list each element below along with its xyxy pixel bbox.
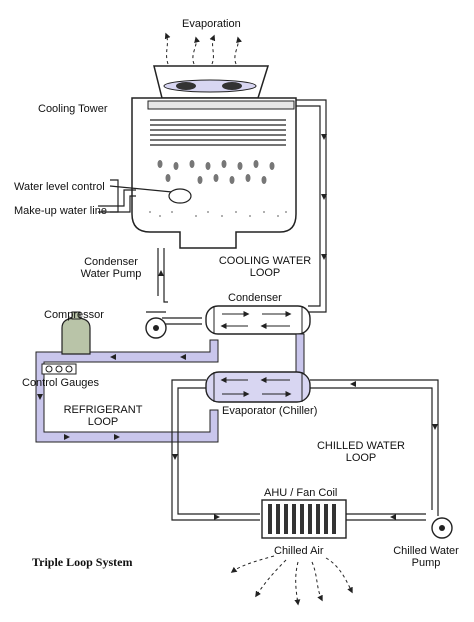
evaporator-vessel <box>205 371 311 403</box>
evaporation-label: Evaporation <box>182 18 241 30</box>
makeup-water-line <box>98 189 136 213</box>
condenser-vessel <box>205 305 311 335</box>
refrigerant-loop-label: REFRIGERANT LOOP <box>58 404 148 428</box>
condenser-water-pump <box>145 311 167 339</box>
condenser-water-pump-label-line1: Condenser <box>84 256 138 268</box>
cooling-water-loop-label-line1: COOLING WATER <box>218 255 312 267</box>
chilled-water-pump-label-line1: Chilled Water <box>393 545 459 557</box>
chilled-water-loop-label: CHILLED WATER LOOP <box>306 440 416 464</box>
control-gauges <box>41 363 77 375</box>
condenser-water-pump-label-line2: Water Pump <box>80 268 142 280</box>
chilled-air-arrows <box>230 555 353 606</box>
ahu-fan-coil <box>261 499 347 539</box>
refrigerant-loop-label-line1: REFRIGERANT <box>63 404 143 416</box>
chilled-water-arrows <box>172 381 438 520</box>
water-level-control <box>109 179 192 213</box>
compressor-label: Compressor <box>44 309 104 321</box>
chilled-water-loop-label-line1: CHILLED WATER <box>316 440 405 452</box>
chilled-air-label: Chilled Air <box>274 545 324 557</box>
control-gauges-label: Control Gauges <box>22 377 100 389</box>
chilled-water-pump-label-line2: Pump <box>411 557 441 569</box>
chilled-water-pump-label: Chilled Water Pump <box>384 545 468 569</box>
chilled-water-loop-label-line2: LOOP <box>345 452 377 464</box>
water-level-control-label: Water level control <box>14 181 105 193</box>
chilled-water-pipes <box>171 379 439 521</box>
cooling-water-loop-label: COOLING WATER LOOP <box>214 255 316 279</box>
refrigerant-flow-arrows <box>37 354 186 440</box>
ahu-label: AHU / Fan Coil <box>264 487 338 499</box>
condenser-label: Condenser <box>228 292 282 304</box>
chilled-water-pump <box>431 517 453 539</box>
cooling-water-loop-label-line2: LOOP <box>249 267 281 279</box>
refrigerant-loop-label-line2: LOOP <box>87 416 119 428</box>
compressor <box>61 311 91 355</box>
cooling-tower-body <box>131 97 297 249</box>
condenser-water-pump-label: Condenser Water Pump <box>66 256 156 280</box>
evaporator-label: Evaporator (Chiller) <box>222 405 318 417</box>
cooling-water-arrows <box>158 134 327 276</box>
makeup-water-line-label: Make-up water line <box>14 205 107 217</box>
cooling-water-pipes <box>157 99 327 325</box>
evaporation-arrows <box>164 32 242 65</box>
diagram-caption: Triple Loop System <box>32 555 133 569</box>
cooling-tower-label: Cooling Tower <box>38 103 108 115</box>
cooling-tower-fan <box>153 65 270 99</box>
